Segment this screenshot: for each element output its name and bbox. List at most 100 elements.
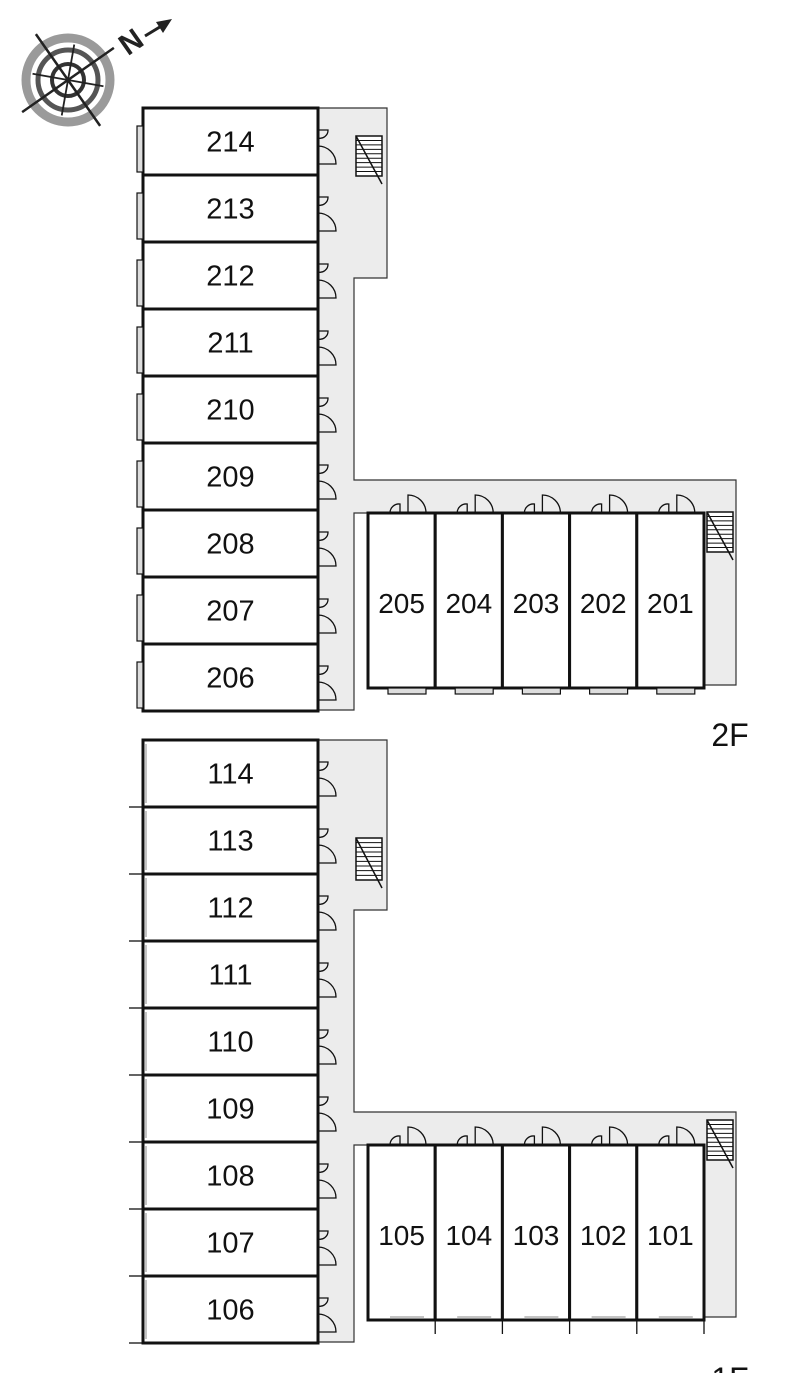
door-icon bbox=[389, 1126, 427, 1146]
unit-number: 206 bbox=[206, 663, 254, 695]
unit-outline bbox=[141, 1207, 320, 1278]
unit-number: 201 bbox=[647, 588, 694, 619]
door-icon bbox=[456, 494, 494, 514]
unit-number: 107 bbox=[206, 1228, 254, 1260]
unit-outline bbox=[366, 1143, 437, 1322]
door-icon bbox=[317, 665, 337, 702]
unit-outline bbox=[141, 1274, 320, 1345]
unit-212: 212 bbox=[136, 240, 337, 311]
unit-outline bbox=[141, 1006, 320, 1077]
unit-number: 204 bbox=[445, 588, 492, 619]
unit-number: 101 bbox=[647, 1220, 694, 1251]
unit-206: 206 bbox=[136, 642, 337, 713]
unit-106: 106 bbox=[129, 1274, 337, 1345]
floor-1f: 114 113 112 111 110 109 108 107 106 105 104 103 102 1… bbox=[129, 738, 749, 1373]
unit-number: 203 bbox=[513, 588, 560, 619]
unit-number: 209 bbox=[206, 462, 254, 494]
door-icon bbox=[317, 397, 337, 434]
unit-number: 207 bbox=[206, 596, 254, 628]
balcony bbox=[454, 687, 494, 695]
balcony bbox=[656, 687, 696, 695]
unit-number: 208 bbox=[206, 529, 254, 561]
unit-112: 112 bbox=[129, 872, 337, 943]
door-icon bbox=[317, 330, 337, 367]
unit-211: 211 bbox=[136, 307, 337, 378]
unit-207: 207 bbox=[136, 575, 337, 646]
unit-number: 113 bbox=[207, 826, 253, 858]
unit-outline bbox=[141, 1073, 320, 1144]
unit-103: 103 bbox=[500, 1126, 572, 1334]
balcony bbox=[136, 460, 144, 508]
balcony bbox=[136, 125, 144, 173]
unit-213: 213 bbox=[136, 173, 337, 244]
compass-line bbox=[60, 44, 76, 116]
unit-number: 109 bbox=[206, 1094, 254, 1126]
unit-number: 108 bbox=[206, 1161, 254, 1193]
unit-number: 104 bbox=[445, 1220, 492, 1251]
balcony bbox=[136, 661, 144, 709]
door-icon bbox=[590, 1126, 629, 1146]
door-icon bbox=[317, 464, 337, 501]
door-icon bbox=[317, 598, 337, 635]
balcony bbox=[136, 594, 144, 642]
compass-middle-ring bbox=[35, 47, 101, 113]
door-icon bbox=[317, 129, 337, 166]
floor-label: 1F bbox=[711, 1361, 748, 1373]
unit-204: 204 bbox=[433, 494, 504, 695]
balcony bbox=[387, 687, 427, 695]
unit-outline bbox=[433, 1143, 504, 1322]
north-arrow-head bbox=[156, 19, 172, 33]
door-icon bbox=[590, 494, 629, 514]
floor-label: 2F bbox=[711, 717, 748, 753]
north-label: N bbox=[113, 23, 150, 62]
compass-inner-ring bbox=[50, 62, 86, 98]
door-icon bbox=[523, 494, 562, 514]
unit-113: 113 bbox=[129, 805, 337, 876]
unit-outline bbox=[568, 1143, 639, 1322]
unit-number: 205 bbox=[378, 588, 425, 619]
unit-outline bbox=[141, 173, 320, 244]
unit-number: 112 bbox=[207, 893, 253, 925]
compass-outer-ring bbox=[21, 33, 115, 127]
balcony bbox=[136, 393, 144, 441]
unit-number: 202 bbox=[580, 588, 627, 619]
unit-number: 111 bbox=[208, 960, 252, 992]
unit-number: 213 bbox=[206, 194, 254, 226]
stairs-icon bbox=[706, 1119, 734, 1169]
unit-102: 102 bbox=[568, 1126, 639, 1334]
unit-114: 114 bbox=[129, 738, 337, 809]
unit-111: 111 bbox=[129, 939, 337, 1010]
unit-outline bbox=[141, 441, 320, 512]
stairs-icon bbox=[355, 135, 383, 185]
unit-101: 101 bbox=[635, 1126, 706, 1334]
unit-outline bbox=[366, 511, 437, 690]
unit-number: 114 bbox=[207, 759, 253, 791]
unit-outline bbox=[141, 307, 320, 378]
unit-number: 210 bbox=[206, 395, 254, 427]
door-icon bbox=[317, 1096, 337, 1133]
door-icon bbox=[317, 828, 337, 865]
unit-number: 212 bbox=[206, 261, 254, 293]
balcony bbox=[588, 687, 629, 695]
unit-number: 214 bbox=[206, 127, 254, 159]
unit-outline bbox=[500, 1143, 572, 1322]
unit-203: 203 bbox=[500, 494, 572, 695]
door-icon bbox=[317, 895, 337, 932]
unit-number: 103 bbox=[513, 1220, 560, 1251]
unit-outline bbox=[635, 1143, 706, 1322]
balcony bbox=[136, 326, 144, 374]
unit-202: 202 bbox=[568, 494, 639, 695]
door-icon bbox=[317, 1029, 337, 1066]
unit-number: 110 bbox=[207, 1027, 253, 1059]
floor-2f: 214 213 212 211 210 209 208 207 206 205 204 203 202 2… bbox=[136, 106, 749, 753]
balcony bbox=[136, 527, 144, 575]
door-icon bbox=[317, 531, 337, 568]
stairs-icon bbox=[355, 837, 383, 889]
unit-210: 210 bbox=[136, 374, 337, 445]
door-icon bbox=[317, 1297, 337, 1334]
unit-110: 110 bbox=[129, 1006, 337, 1077]
unit-209: 209 bbox=[136, 441, 337, 512]
unit-number: 105 bbox=[378, 1220, 425, 1251]
unit-outline bbox=[433, 511, 504, 690]
